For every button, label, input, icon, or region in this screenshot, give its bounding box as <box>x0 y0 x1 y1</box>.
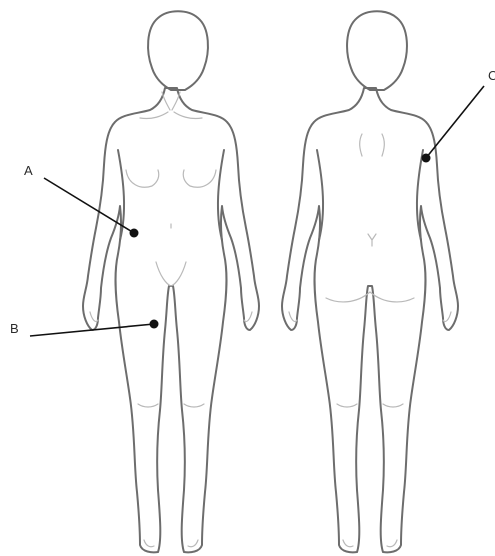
marker-b-dot <box>150 320 159 329</box>
marker-b-leader <box>30 324 154 336</box>
back-head <box>347 11 407 90</box>
back-buttocks <box>326 292 414 302</box>
front-collarbones <box>140 112 202 119</box>
front-head <box>148 11 208 90</box>
marker-a-label: A <box>24 163 33 178</box>
front-knees <box>138 404 204 407</box>
marker-c: C <box>422 68 495 163</box>
marker-b: B <box>10 320 159 337</box>
front-chest-right <box>183 170 216 187</box>
front-chest-left <box>126 170 159 187</box>
front-neck-lines <box>162 92 180 110</box>
marker-b-label: B <box>10 321 19 336</box>
back-feet <box>343 540 397 547</box>
front-figure <box>83 11 259 552</box>
back-knees <box>337 404 403 407</box>
back-figure <box>282 11 458 552</box>
front-pelvis <box>156 262 186 286</box>
marker-c-leader <box>426 86 484 158</box>
marker-c-dot <box>422 154 431 163</box>
front-feet <box>144 540 198 547</box>
marker-c-label: C <box>488 68 495 83</box>
front-hands <box>90 312 252 322</box>
back-spine-mark <box>368 234 376 246</box>
back-hands <box>289 312 451 322</box>
marker-a-dot <box>130 229 139 238</box>
back-body-outline <box>282 88 458 552</box>
back-shoulder-blades <box>360 134 385 156</box>
front-body-outline <box>83 88 259 552</box>
